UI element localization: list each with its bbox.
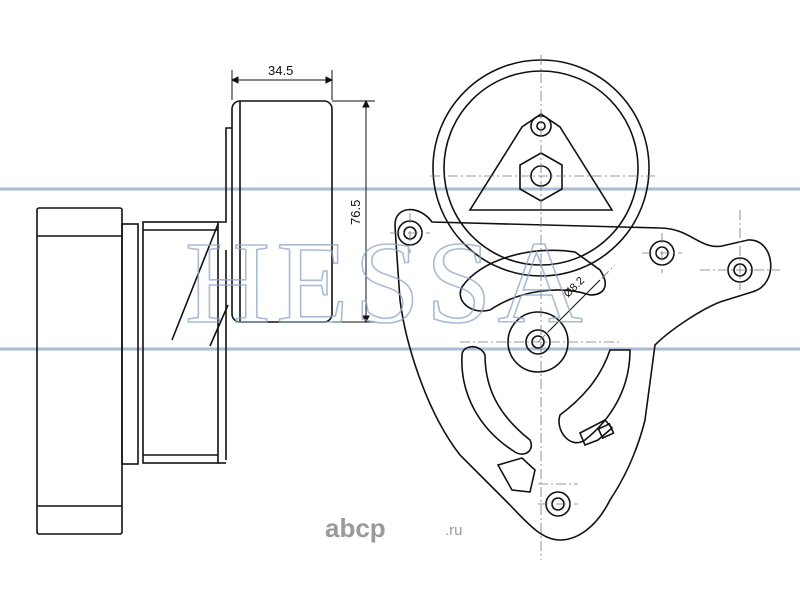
lug-bottom-right [578, 419, 614, 447]
arm-link [218, 127, 232, 223]
lug-bottom-left [496, 457, 536, 493]
pulley-arm [468, 113, 614, 211]
base-block [36, 207, 123, 535]
watermark-bands [0, 187, 800, 351]
width-dimension-label: 34.5 [268, 63, 293, 78]
width-dimension [230, 70, 334, 100]
hole-callout [547, 279, 601, 333]
site-logo-suffix: .ru [445, 522, 463, 539]
base-plate [394, 208, 772, 541]
flange-plate [121, 223, 139, 465]
slot-right [558, 349, 631, 444]
height-dimension-label: 76.5 [348, 200, 363, 225]
side-view [36, 70, 375, 535]
height-dimension [332, 99, 375, 324]
pulley-side [231, 100, 333, 323]
arm-body [142, 221, 219, 464]
watermark-brand: HESSA [185, 217, 589, 348]
slot-lower [461, 345, 533, 455]
pulley-inner [443, 70, 639, 266]
site-logo: abcp .ru [325, 513, 463, 543]
slot-upper [459, 249, 606, 312]
site-logo-name: abcp [325, 513, 386, 543]
